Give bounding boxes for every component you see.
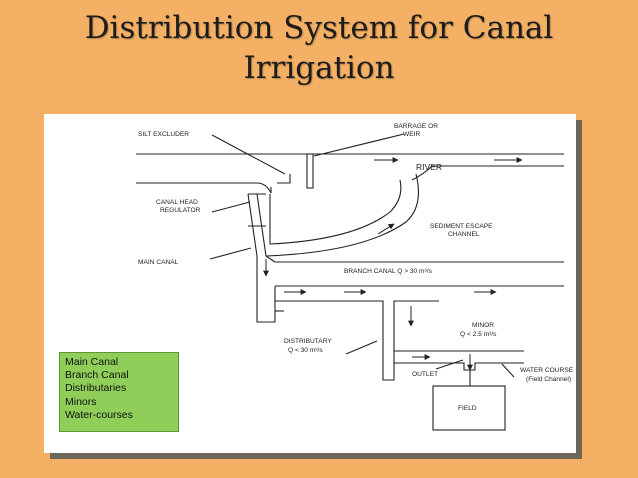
legend-item: Water-courses: [65, 408, 133, 421]
label-sediment-line-1: SEDIMENT ESCAPE: [430, 223, 493, 230]
label-river: RIVER: [416, 162, 442, 172]
river-lower-bank-right: [411, 165, 564, 181]
legend-box: Main Canal Branch Canal Distributaries M…: [59, 352, 179, 432]
label-sediment-line-2: CHANNEL: [448, 231, 480, 238]
legend-item: Main Canal: [65, 356, 119, 368]
label-water-course-line-1: WATER COURSE: [520, 367, 574, 374]
label-distributary-line-2: Q < 30 m³/s: [288, 347, 323, 354]
legend-item: Minors: [65, 395, 97, 408]
sediment-escape-channel-inner: [269, 179, 402, 245]
legend-item: Branch Canal: [65, 369, 129, 382]
canal-network: [136, 133, 564, 431]
canal-head-regulator: [247, 193, 267, 257]
diagram-panel: SILT EXCLUDER BARRAGE OR WEIR RIVER CANA…: [44, 114, 576, 453]
label-field: FIELD: [458, 405, 477, 412]
water-course: [444, 350, 524, 371]
canal-diagram: SILT EXCLUDER BARRAGE OR WEIR RIVER CANA…: [136, 123, 574, 431]
minor-canal: [394, 350, 444, 364]
barrage-weir: [306, 153, 314, 189]
title-line-1: Distribution System for Canal: [84, 10, 554, 46]
label-head-regulator-line-1: CANAL HEAD: [156, 199, 198, 206]
field-box: [432, 385, 506, 431]
label-outlet: OUTLET: [412, 371, 438, 378]
label-head-regulator-line-2: REGULATOR: [160, 207, 201, 214]
distributary: [275, 300, 439, 381]
river-lower-bank-left: [136, 182, 272, 194]
main-canal: [256, 256, 276, 323]
label-barrage-line-1: BARRAGE OR: [394, 123, 438, 130]
label-silt-excluder: SILT EXCLUDER: [138, 131, 189, 138]
flow-arrows: [263, 157, 523, 371]
sediment-escape-channel-outer: [265, 173, 419, 257]
label-main-canal: MAIN CANAL: [138, 259, 179, 266]
legend-item: Distributaries: [65, 382, 127, 395]
sediment-flow-arrow: [377, 223, 395, 235]
label-water-course-line-2: (Field Channel): [526, 376, 571, 383]
label-barrage-line-2: WEIR: [403, 131, 420, 138]
silt-excluder: [277, 174, 291, 184]
label-minor-line-1: MINOR: [472, 322, 494, 329]
label-minor-line-2: Q < 2.5 m³/s: [460, 331, 497, 338]
slide-title: Distribution System for Canal Irrigation: [0, 8, 638, 88]
title-line-2: Irrigation: [243, 50, 395, 86]
label-distributary-line-1: DISTRIBUTARY: [284, 338, 332, 345]
label-branch-canal: BRANCH CANAL Q > 30 m³/s: [344, 268, 433, 275]
